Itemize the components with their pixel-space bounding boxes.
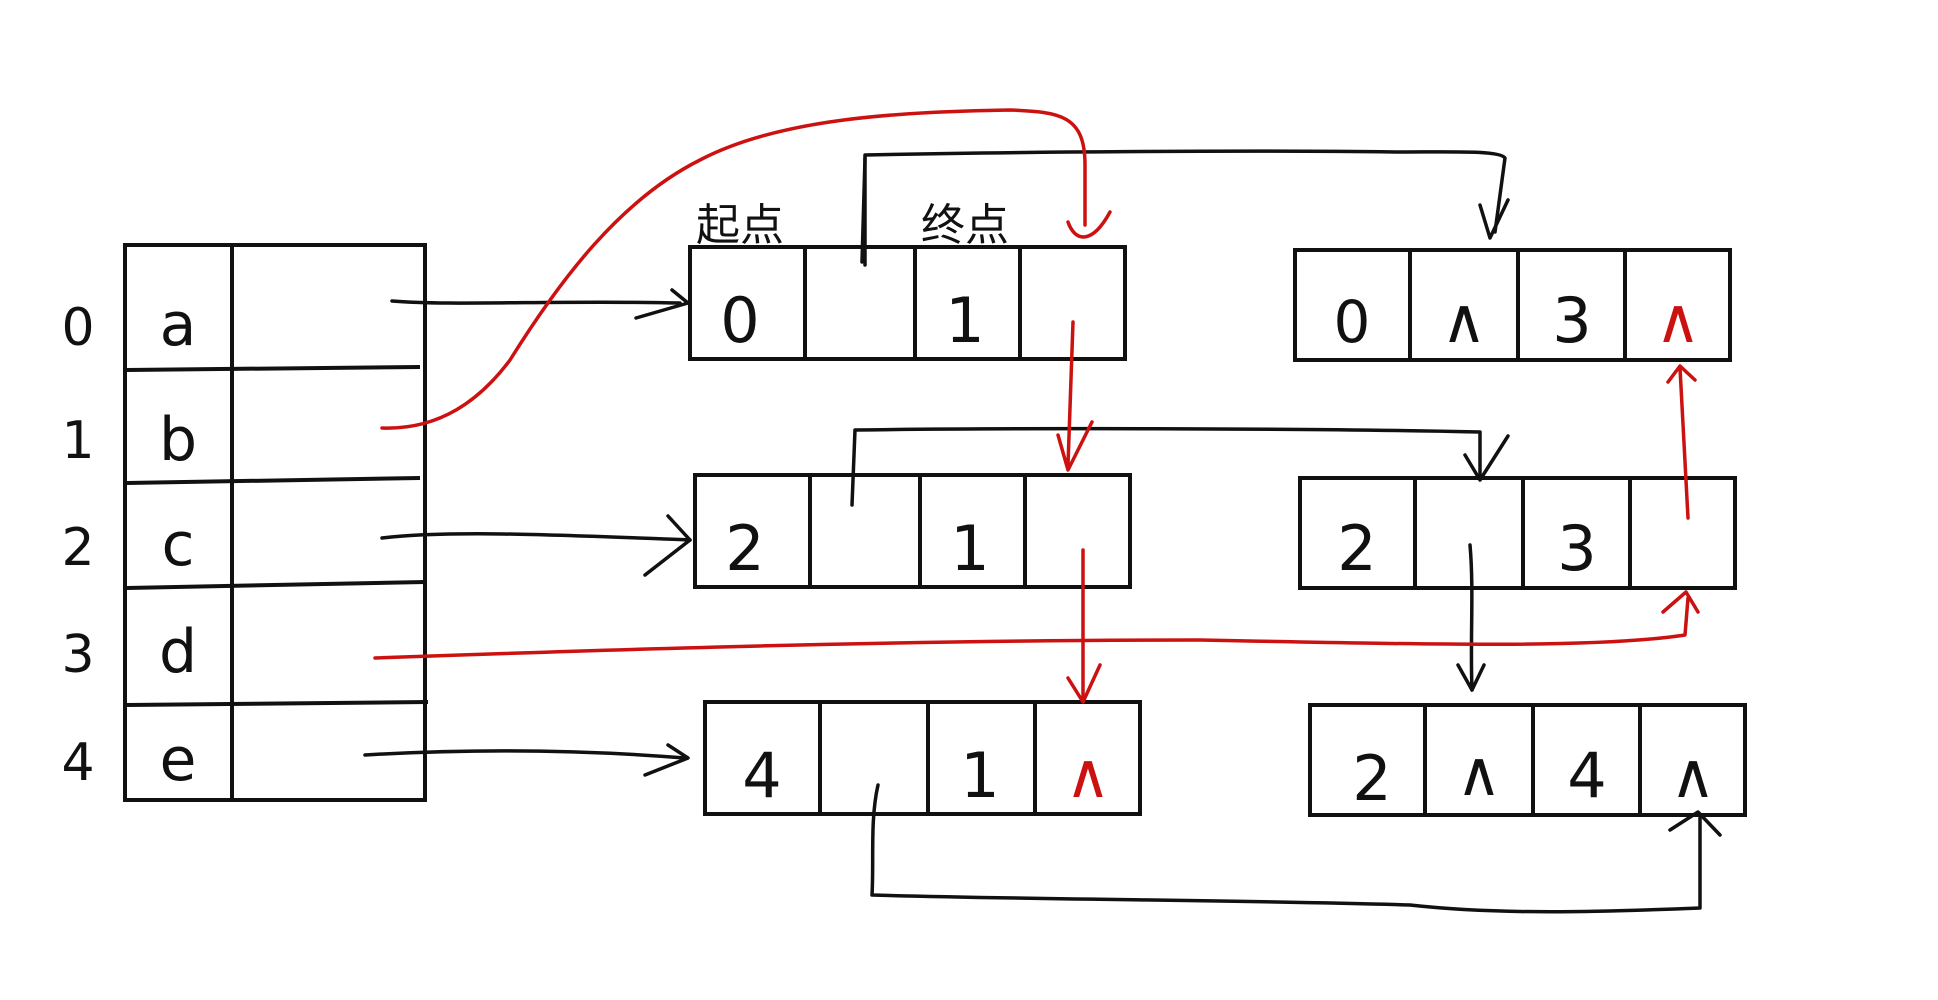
- arrowhead-icon: [1056, 420, 1094, 472]
- arrowhead-icon: [1066, 210, 1112, 239]
- arrow: [363, 749, 687, 760]
- row-index: 1: [61, 411, 94, 471]
- vertex-name: d: [159, 617, 197, 687]
- arrowhead-icon: [1456, 663, 1486, 692]
- vertex-name: e: [160, 725, 197, 795]
- arrowhead-icon: [1066, 663, 1102, 704]
- node-cell: 0: [720, 284, 759, 357]
- null-pointer-icon: ∧: [1441, 284, 1486, 357]
- node-cell: 4: [1567, 739, 1606, 812]
- arrowhead-icon: [1463, 434, 1510, 482]
- arrow: [870, 783, 1702, 914]
- row-index: 0: [61, 298, 94, 358]
- arrow: [850, 426, 1482, 507]
- arrowhead-icon: [643, 743, 690, 777]
- arrowhead-icon: [1478, 198, 1510, 240]
- null-pointer-icon: ∧: [1065, 739, 1110, 812]
- arrow: [1066, 320, 1075, 467]
- vertex-name: a: [160, 290, 197, 360]
- node-cell: 2: [1352, 742, 1391, 815]
- arrow: [390, 299, 682, 305]
- node-cell: 3: [1552, 284, 1591, 357]
- edge-node: 2 3: [1298, 476, 1737, 590]
- edge-node: 0 1: [688, 245, 1127, 361]
- arrow: [380, 108, 1087, 430]
- node-cell: 3: [1557, 512, 1596, 585]
- node-cell: 4: [742, 739, 781, 812]
- row-index: 2: [61, 518, 94, 578]
- end-label: 终点: [921, 200, 1009, 251]
- null-pointer-icon: ∧: [1456, 737, 1501, 810]
- arrowhead-icon: [1661, 590, 1700, 614]
- node-cell: 1: [950, 512, 989, 585]
- edge-node: 2 ∧ 4 ∧: [1308, 703, 1747, 817]
- arrow: [1678, 366, 1690, 520]
- arrow: [1468, 543, 1474, 692]
- start-label: 起点: [696, 200, 784, 251]
- arrowhead-icon: [1668, 810, 1722, 837]
- node-cell: 1: [945, 284, 984, 357]
- null-pointer-icon: ∧: [1670, 739, 1715, 812]
- null-pointer-icon: ∧: [1655, 284, 1700, 357]
- edge-node: 2 1: [693, 473, 1132, 589]
- arrowhead-icon: [1666, 364, 1697, 384]
- vertex-name: b: [159, 405, 197, 475]
- row-index: 3: [61, 625, 94, 685]
- divider-mark: [860, 156, 867, 264]
- arrow: [373, 596, 1690, 660]
- arrowhead-icon: [643, 514, 692, 577]
- node-cell: 1: [960, 739, 999, 812]
- node-cell: 2: [1337, 512, 1376, 585]
- row-index: 4: [61, 733, 94, 793]
- edge-node: 4 1 ∧: [703, 700, 1142, 816]
- edge-node: 0 ∧ 3 ∧: [1293, 248, 1732, 362]
- arrowhead-icon: [634, 288, 690, 320]
- arrow: [863, 149, 1507, 267]
- red-pointer-arrows: [373, 108, 1700, 704]
- header-labels: 起点 终点: [696, 200, 1009, 251]
- vertex-table: 0 1 2 3 4 a b c d e: [61, 243, 429, 802]
- arrow: [380, 532, 692, 542]
- node-cell: 0: [1334, 288, 1371, 356]
- black-pointer-arrows: [363, 149, 1722, 914]
- node-cell: 2: [725, 512, 764, 585]
- vertex-name: c: [162, 510, 195, 580]
